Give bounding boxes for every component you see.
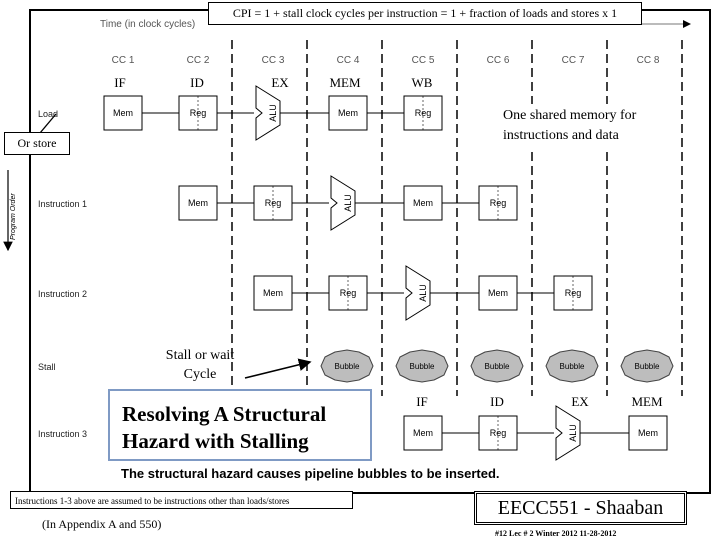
mem-stage-label: Mem (638, 428, 658, 438)
cpi-formula: CPI = 1 + stall clock cycles per instruc… (208, 2, 642, 25)
bubble-label: Bubble (335, 362, 360, 371)
time-axis-label: Time (in clock cycles) (100, 19, 195, 30)
stage-name-top: IF (114, 75, 126, 90)
mem-stage-label: Mem (413, 198, 433, 208)
program-order-label: Program Order (10, 193, 17, 240)
footnote: Instructions 1-3 above are assumed to be… (10, 491, 353, 509)
bubble-label: Bubble (635, 362, 660, 371)
mem-stage-box (103, 95, 143, 131)
mem-stage-box (403, 415, 443, 451)
mem-stage-box (253, 275, 293, 311)
mem-stage-label: Mem (113, 108, 133, 118)
cycle-label: CC 2 (187, 55, 210, 66)
row-label: Instruction 1 (38, 199, 87, 209)
bubble-shape (620, 349, 674, 383)
shared-memory-note: One shared memory for instructions and d… (497, 104, 672, 152)
bubble-shape (395, 349, 449, 383)
appendix-note: (In Appendix A and 550) (42, 517, 162, 531)
reg-stage-label: Reg (190, 108, 207, 118)
hazard-caption: The structural hazard causes pipeline bu… (121, 466, 500, 481)
bubble-label: Bubble (560, 362, 585, 371)
stall-note: Stall or wait Cycle (165, 348, 235, 382)
row-label: Stall (38, 362, 56, 372)
cycle-label: CC 8 (637, 55, 660, 66)
stage-name-top: ID (190, 75, 204, 90)
reg-stage-label: Reg (490, 198, 507, 208)
alu-label: ALU (343, 194, 353, 212)
stage-name-bottom: ID (490, 394, 504, 409)
stage-name-top: EX (271, 75, 289, 90)
stage-name-bottom: IF (416, 394, 428, 409)
mem-stage-box (628, 415, 668, 451)
or-store-pointer (39, 113, 57, 134)
cycle-label: CC 4 (337, 55, 360, 66)
alu-shape (555, 405, 581, 461)
alu-label: ALU (568, 424, 578, 442)
mem-stage-label: Mem (188, 198, 208, 208)
stall-pointer-arrow (244, 358, 312, 379)
bubble-shape (320, 349, 374, 383)
mem-stage-label: Mem (338, 108, 358, 118)
reg-stage-label: Reg (415, 108, 432, 118)
stage-name-bottom: MEM (631, 394, 663, 409)
cycle-label: CC 3 (262, 55, 285, 66)
cycle-separators (231, 40, 683, 396)
slide-info: #12 Lec # 2 Winter 2012 11-28-2012 (495, 529, 617, 538)
cycle-label: CC 7 (562, 55, 585, 66)
row-label: Load (38, 109, 58, 119)
cycle-label: CC 6 (487, 55, 510, 66)
stage-name-bottom: EX (571, 394, 589, 409)
alu-shape (405, 265, 431, 321)
or-store-label: Or store (4, 132, 70, 155)
reg-stage-label: Reg (565, 288, 582, 298)
reg-stage-label: Reg (490, 428, 507, 438)
resolve-title: Resolving A Structural Hazard with Stall… (108, 389, 372, 461)
stage-name-top: WB (412, 75, 433, 90)
mem-stage-label: Mem (488, 288, 508, 298)
bubble-label: Bubble (485, 362, 510, 371)
cycle-labels: CC 1 CC 2 CC 3 CC 4 CC 5 CC 6 CC 7 CC 8 (112, 55, 660, 66)
alu-label: ALU (418, 284, 428, 302)
stage-labels: IF ID EX MEM WB IF ID EX MEM (114, 75, 663, 409)
bubble-label: Bubble (410, 362, 435, 371)
row-label: Instruction 3 (38, 429, 87, 439)
mem-stage-label: Mem (263, 288, 283, 298)
alu-label: ALU (268, 104, 278, 122)
bubble-shape (470, 349, 524, 383)
bubble-shape (545, 349, 599, 383)
alu-shape (330, 175, 356, 231)
mem-stage-label: Mem (413, 428, 433, 438)
cycle-label: CC 5 (412, 55, 435, 66)
mem-stage-box (478, 275, 518, 311)
mem-stage-box (403, 185, 443, 221)
mem-stage-box (328, 95, 368, 131)
reg-stage-label: Reg (265, 198, 282, 208)
alu-shape (255, 85, 281, 141)
course-title: EECC551 - Shaaban (474, 491, 687, 525)
cycle-label: CC 1 (112, 55, 135, 66)
reg-stage-label: Reg (340, 288, 357, 298)
stage-name-top: MEM (329, 75, 361, 90)
row-label: Instruction 2 (38, 289, 87, 299)
